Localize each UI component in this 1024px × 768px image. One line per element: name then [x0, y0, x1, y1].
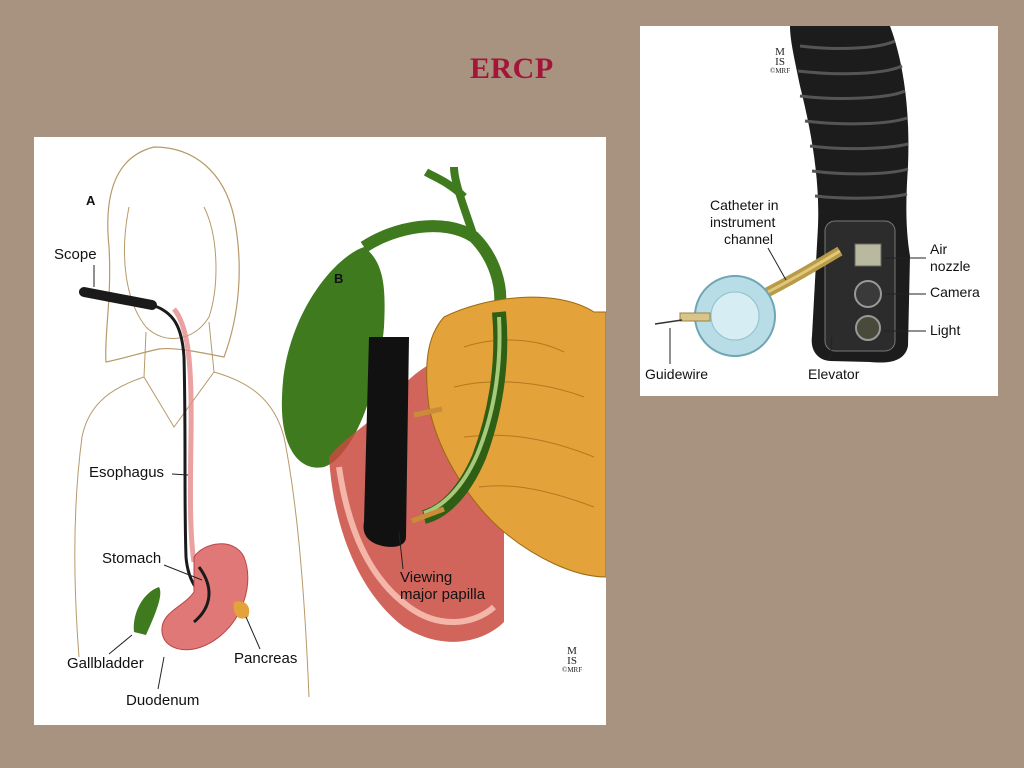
label-duodenum: Duodenum: [126, 692, 200, 709]
watermark-left-line2: IS: [567, 654, 577, 667]
slide-title: ERCP: [470, 52, 554, 85]
watermark-right-line1: M: [775, 46, 785, 58]
label-stomach: Stomach: [102, 550, 162, 567]
label-camera: Camera: [930, 284, 980, 300]
watermark-left-line3: ©MRF: [562, 665, 583, 674]
label-air-line1: Air: [930, 241, 948, 257]
scope-tip-drawing: [654, 26, 926, 364]
label-viewing-line1: Viewing: [400, 569, 453, 586]
label-pancreas: Pancreas: [234, 650, 298, 667]
watermark-right-line3: ©MRF: [770, 66, 791, 75]
label-catheter-line3: channel: [724, 231, 774, 247]
label-air-line2: nozzle: [930, 258, 971, 274]
watermark-left: M IS ©MRF: [562, 645, 583, 674]
panel-a-letter: A: [86, 193, 96, 208]
ercp-procedure-illustration: A B Scope Esophagus Stomach Gallbladder …: [34, 137, 606, 725]
watermark-right: M IS ©MRF: [770, 46, 791, 75]
label-catheter-line1: Catheter in: [710, 197, 779, 213]
label-elevator: Elevator: [808, 366, 860, 382]
label-catheter-line2: instrument: [710, 214, 776, 230]
procedure-drawing: [74, 146, 606, 698]
watermark-right-line2: IS: [775, 55, 785, 68]
label-viewing-line2: major papilla: [400, 586, 486, 603]
label-guidewire: Guidewire: [645, 366, 709, 382]
panel-b-letter: B: [334, 271, 344, 286]
label-gallbladder: Gallbladder: [67, 655, 144, 672]
label-light: Light: [930, 322, 961, 338]
label-scope: Scope: [54, 246, 97, 263]
watermark-left-line1: M: [567, 645, 577, 657]
label-esophagus: Esophagus: [89, 464, 165, 481]
duodenoscope-tip-illustration: Catheter in instrument channel Air nozzl…: [640, 26, 998, 396]
